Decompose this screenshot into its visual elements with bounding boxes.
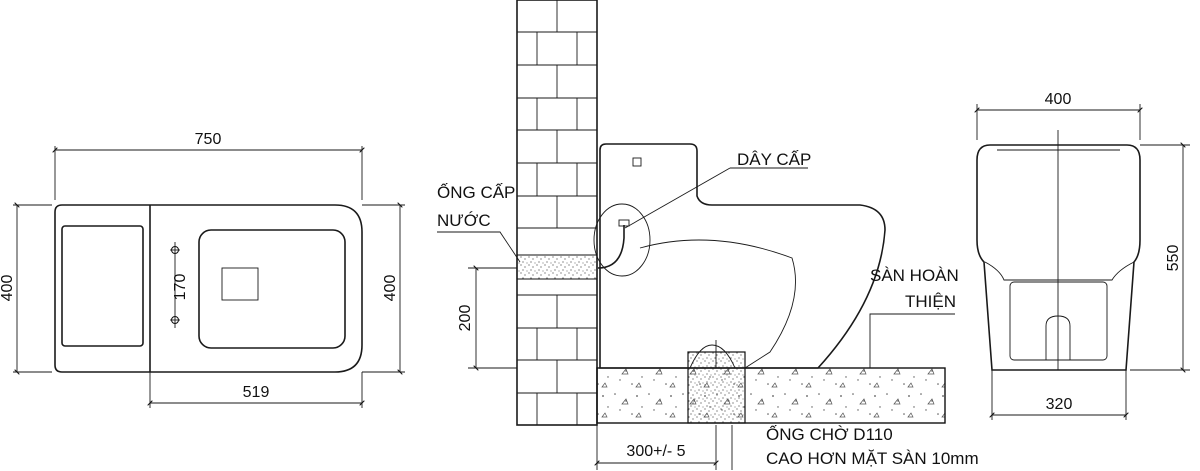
front-base-width-label: 320 bbox=[1046, 396, 1073, 413]
front-view: 400 550 320 bbox=[977, 91, 1190, 420]
tank-lid bbox=[61, 225, 144, 347]
drain-outlet bbox=[689, 344, 736, 369]
floor-label-line2: THIỆN bbox=[905, 292, 956, 311]
width-right-label: 400 bbox=[382, 275, 399, 302]
dimension-320: 320 bbox=[992, 370, 1126, 420]
front-height-label: 550 bbox=[1165, 245, 1182, 272]
bowl-length-label: 519 bbox=[243, 384, 270, 401]
drain-pipe-d110 bbox=[687, 351, 746, 424]
wall-offset-label: 300+/- 5 bbox=[626, 443, 685, 460]
drain-label-line2: CAO HƠN MẶT SÀN 10mm bbox=[766, 449, 979, 468]
dimension-750: 750 bbox=[55, 131, 362, 200]
bowl-opening bbox=[221, 267, 259, 301]
supply-hose-leader bbox=[624, 167, 731, 229]
floor-leader bbox=[869, 313, 955, 368]
floor-slab bbox=[596, 367, 946, 424]
water-pipe-leader bbox=[437, 231, 521, 263]
trap-front bbox=[1045, 315, 1071, 360]
toilet-top-outline bbox=[54, 204, 363, 373]
valve-head bbox=[618, 219, 630, 227]
bowl-rim bbox=[984, 261, 1135, 281]
toilet-side-profile bbox=[599, 143, 886, 369]
water-pipe-through-wall bbox=[516, 254, 598, 280]
dimension-300: 300+/- 5 bbox=[597, 425, 716, 470]
front-top-width-label: 400 bbox=[1045, 91, 1072, 108]
supply-hose-label: DÂY CẤP bbox=[737, 150, 811, 169]
flush-button bbox=[632, 157, 642, 167]
dimension-519: 519 bbox=[150, 372, 362, 408]
bolt-dimension-170: 170 bbox=[170, 242, 189, 328]
water-pipe-label-line1: ỐNG CẤP bbox=[437, 182, 515, 202]
brick-wall bbox=[516, 0, 598, 426]
top-view: 750 170 400 400 bbox=[0, 131, 405, 408]
dimension-550: 550 bbox=[1130, 145, 1190, 370]
side-view: ỐNG CẤP NƯỚC DÂY CẤP SÀN HOÀN THIỆN 200 … bbox=[437, 0, 979, 470]
dimension-400-right: 400 bbox=[362, 205, 405, 372]
bowl-body bbox=[1009, 281, 1108, 361]
dimension-400-left: 400 bbox=[0, 205, 52, 372]
valve-detail-circle bbox=[593, 203, 651, 277]
toilet-front-outline bbox=[976, 144, 1141, 371]
water-pipe-label-line2: NƯỚC bbox=[437, 211, 491, 230]
bolt-spacing-label: 170 bbox=[172, 274, 189, 301]
drain-label-line1: ỐNG CHỜ D110 bbox=[766, 424, 893, 444]
dimension-400-top: 400 bbox=[977, 91, 1140, 140]
bowl-seat bbox=[198, 229, 346, 349]
floor-label-line1: SÀN HOÀN bbox=[870, 266, 959, 285]
length-dim-label: 750 bbox=[195, 131, 222, 148]
inlet-height-label: 200 bbox=[457, 305, 474, 332]
angle-valve bbox=[597, 225, 625, 269]
width-left-label: 400 bbox=[0, 275, 16, 302]
trap-outline bbox=[639, 239, 796, 369]
dimension-200: 200 bbox=[457, 268, 517, 368]
